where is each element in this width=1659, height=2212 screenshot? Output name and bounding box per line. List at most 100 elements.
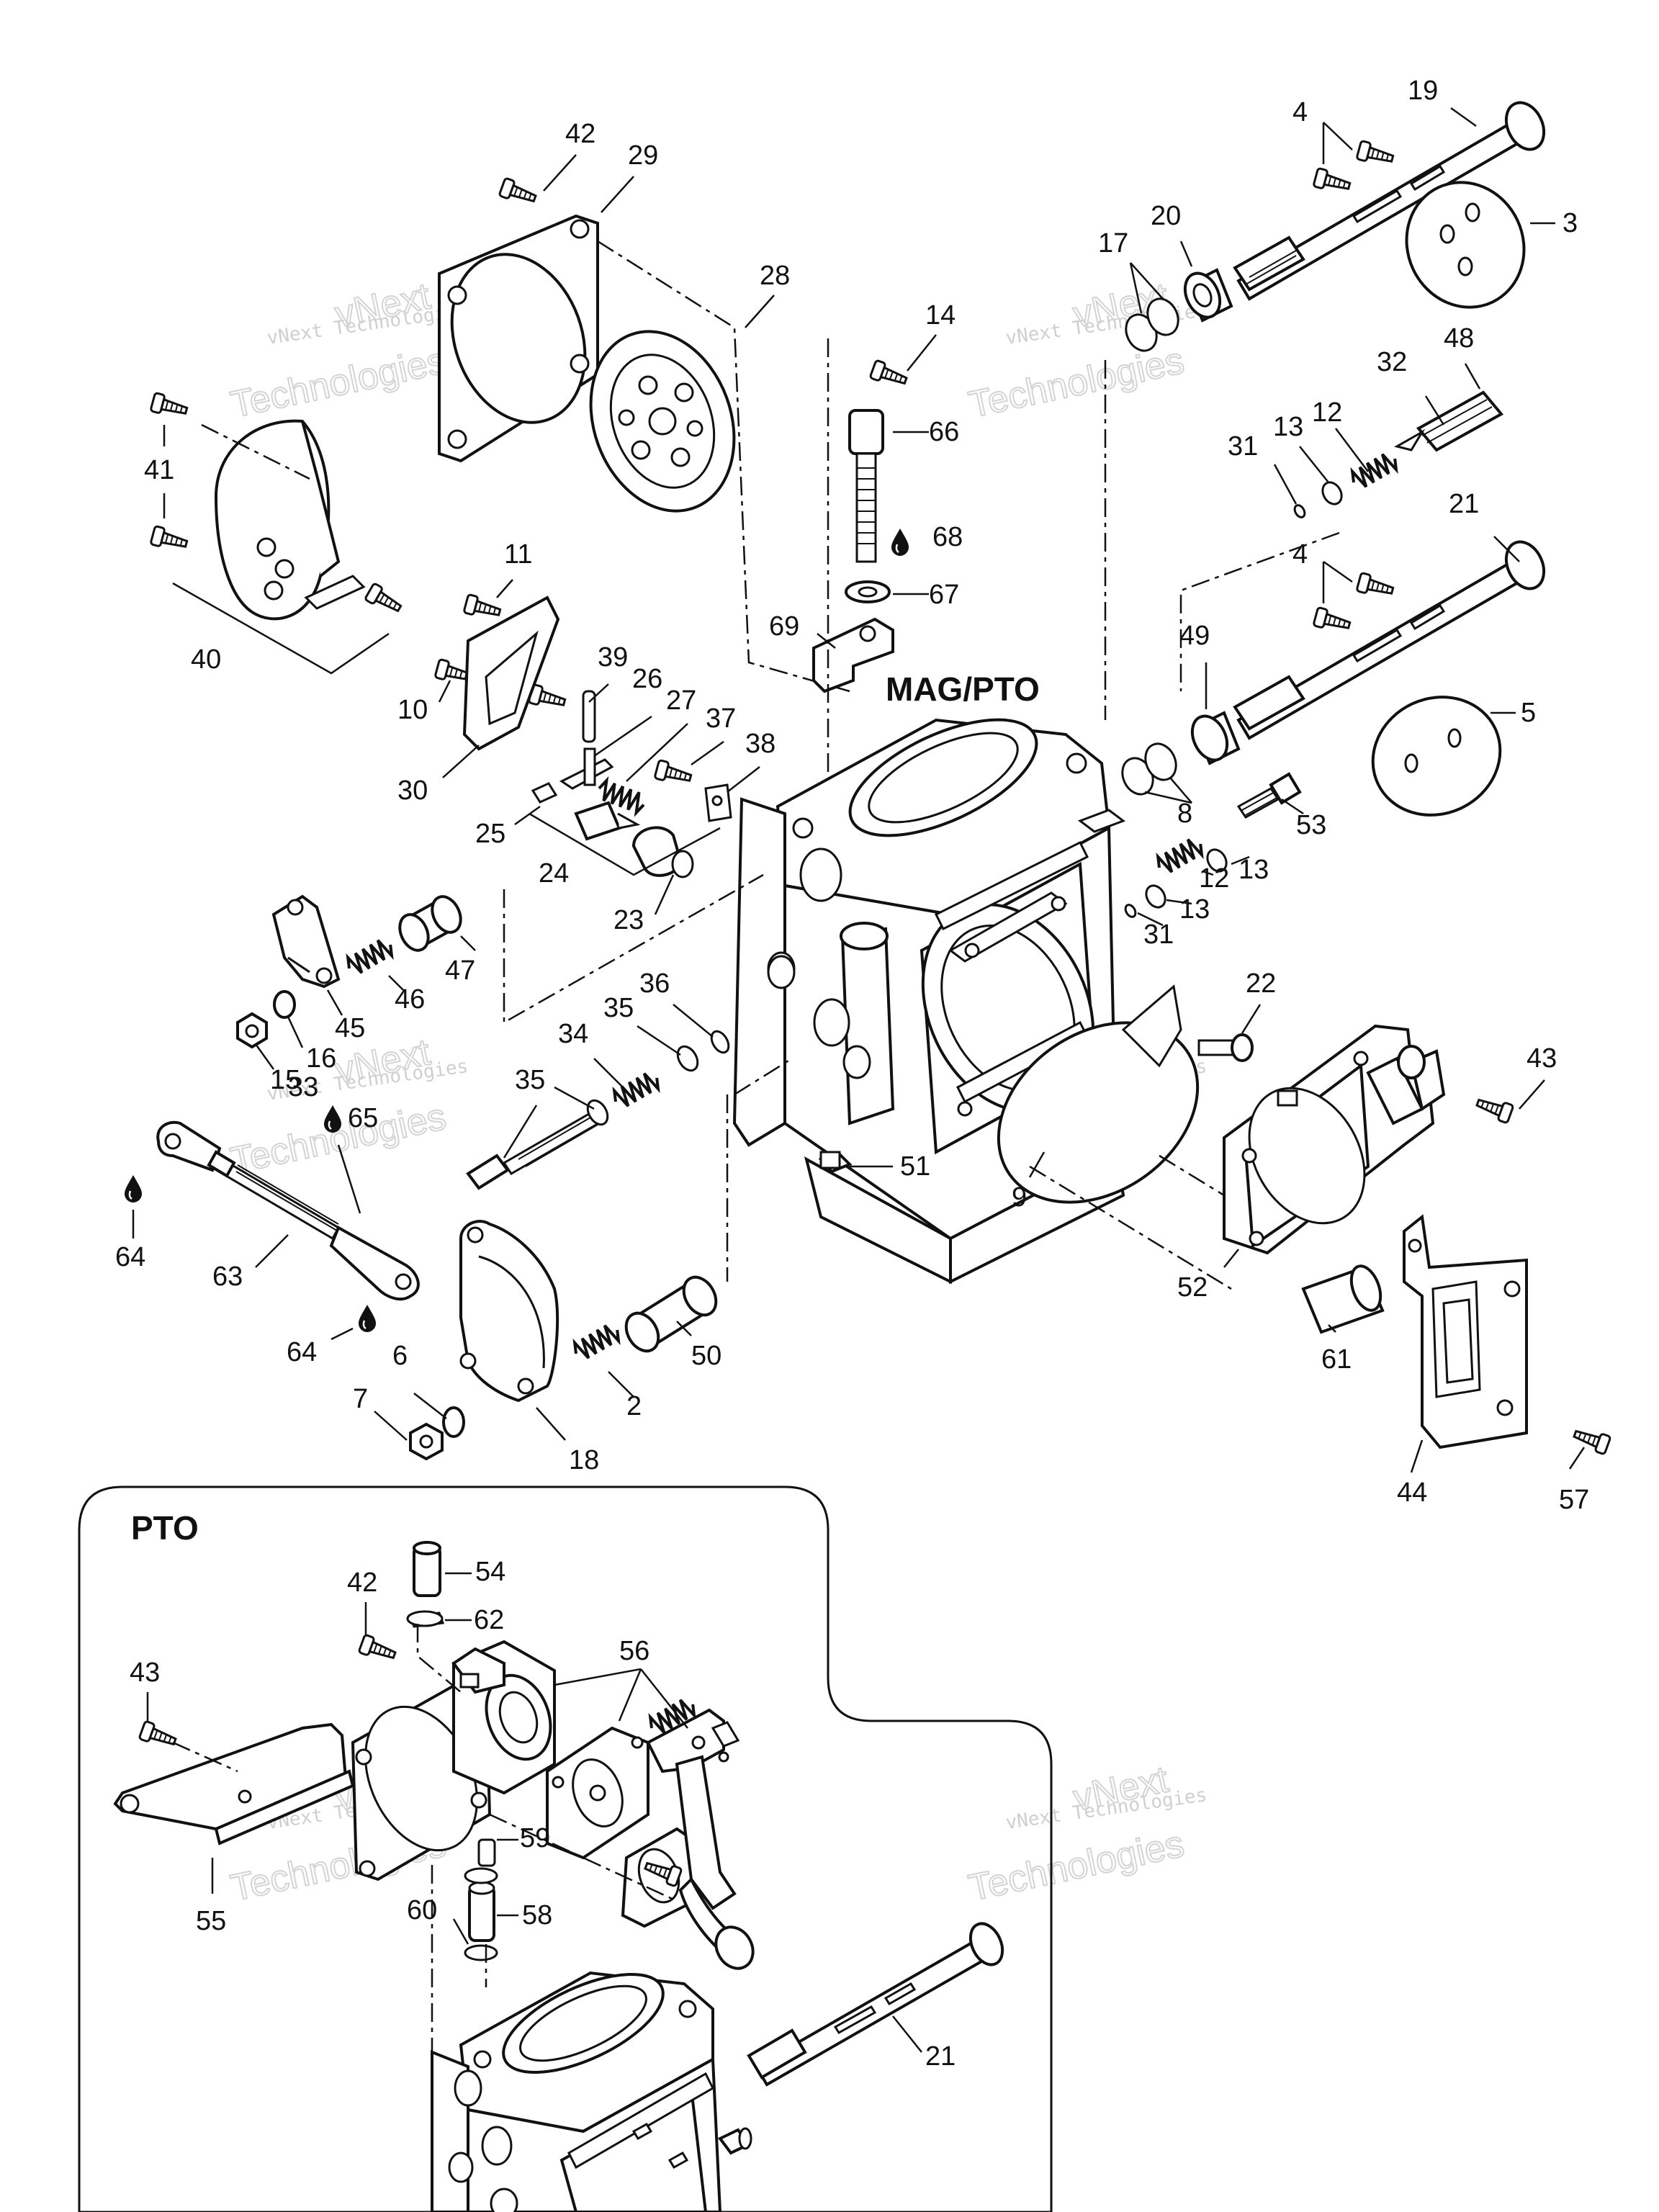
part-8-o-rings xyxy=(1121,742,1177,796)
part-13-washer xyxy=(1206,848,1228,873)
callout-50: 50 xyxy=(691,1341,721,1371)
callout-32: 32 xyxy=(1377,347,1407,377)
callout-62: 62 xyxy=(474,1605,504,1635)
callout-53: 53 xyxy=(1296,810,1326,840)
part-67-washer xyxy=(845,580,891,603)
callout-42: 42 xyxy=(347,1568,377,1598)
callout-2: 2 xyxy=(626,1391,642,1421)
pto-carburetor-body xyxy=(431,1971,752,2212)
part-69-bracket xyxy=(812,617,894,693)
callout-15: 15 xyxy=(270,1065,300,1095)
part-29-pump-cover xyxy=(438,214,599,463)
callout-3: 3 xyxy=(1563,208,1578,238)
pto-diaphragm-cover xyxy=(351,1676,492,1881)
callout-67: 67 xyxy=(929,580,959,610)
part-28-diaphragm xyxy=(589,330,736,513)
part-57-screw xyxy=(1570,1424,1612,1456)
part-44-bracket xyxy=(1403,1214,1528,1449)
callout-17: 17 xyxy=(1098,228,1128,258)
part-56-fuel-pump-valve xyxy=(621,1694,755,1970)
part-13-washer xyxy=(1321,481,1343,505)
part-52-float-cover xyxy=(1223,1024,1446,1255)
part-4-screw xyxy=(1312,606,1353,636)
callout-13: 13 xyxy=(1238,855,1269,885)
callout-41: 41 xyxy=(144,455,174,485)
part-37-screw xyxy=(653,758,694,788)
callout-18: 18 xyxy=(569,1445,599,1475)
oil-drop-icon xyxy=(357,1303,377,1334)
pto-inset-frame xyxy=(78,1485,1053,2212)
part-22-screw xyxy=(1197,1033,1254,1062)
callout-29: 29 xyxy=(628,140,658,171)
part-53-adjust-screw xyxy=(1236,772,1302,819)
part-51-nut xyxy=(819,1151,841,1169)
callout-65: 65 xyxy=(348,1103,378,1133)
part-41-screw xyxy=(149,524,190,554)
part-24-needle xyxy=(574,801,641,841)
part-4-screw xyxy=(1355,571,1396,601)
callout-35: 35 xyxy=(603,993,634,1023)
part-20-bushing xyxy=(1183,268,1233,323)
part-4-screw xyxy=(1355,139,1396,169)
part-45-lever xyxy=(271,894,341,989)
part-35-washer xyxy=(586,1099,609,1126)
part-47-bushing xyxy=(398,895,462,952)
part-16-washer xyxy=(273,990,296,1019)
part-14-screw xyxy=(868,359,910,391)
oil-drop-icon xyxy=(123,1174,143,1204)
pto-diaphragm-plate xyxy=(546,1726,649,1860)
callout-7: 7 xyxy=(353,1384,368,1414)
callout-13: 13 xyxy=(1179,894,1210,925)
part-5-throttle-plate xyxy=(1371,696,1502,817)
callout-54: 54 xyxy=(475,1557,505,1587)
callout-44: 44 xyxy=(1397,1478,1427,1508)
part-66-bolt xyxy=(848,409,884,563)
callout-27: 27 xyxy=(666,685,696,716)
callout-31: 31 xyxy=(1143,920,1174,950)
part-40-screw xyxy=(364,582,405,618)
part-6-washer xyxy=(442,1406,465,1438)
part-17-o-rings xyxy=(1125,297,1179,352)
callout-57: 57 xyxy=(1559,1485,1589,1515)
callout-38: 38 xyxy=(745,729,775,759)
callout-39: 39 xyxy=(598,642,628,673)
callout-labels: 42 29 28 41 40 11 10 30 39 26 27 37 38 2… xyxy=(115,76,1589,2072)
oil-drop-icon xyxy=(323,1104,343,1134)
callout-36: 36 xyxy=(639,968,670,999)
callout-24: 24 xyxy=(539,858,569,889)
part-18-throttle-lever xyxy=(459,1220,559,1403)
group-bracket-40 xyxy=(172,582,390,675)
callout-23: 23 xyxy=(613,905,644,935)
part-3-throttle-plate xyxy=(1405,181,1526,309)
part-36-o-ring xyxy=(710,1030,730,1054)
pointer-line xyxy=(337,1144,361,1214)
callout-37: 37 xyxy=(706,703,736,734)
callout-19: 19 xyxy=(1408,76,1438,106)
callout-63: 63 xyxy=(212,1262,243,1292)
callout-43: 43 xyxy=(130,1658,160,1688)
callout-60: 60 xyxy=(407,1895,437,1925)
callout-25: 25 xyxy=(475,819,505,849)
part-26-lever xyxy=(559,747,614,790)
part-46-spring xyxy=(343,934,397,979)
assembly-line xyxy=(597,240,850,693)
callout-5: 5 xyxy=(1521,698,1536,728)
callout-69: 69 xyxy=(769,611,799,642)
watermark-outline: Technologies xyxy=(965,340,1187,426)
part-4-screw xyxy=(1312,166,1353,197)
part-23-seat xyxy=(631,826,694,878)
callout-47: 47 xyxy=(445,956,475,986)
watermark-outline: Technologies xyxy=(227,340,449,426)
callout-43: 43 xyxy=(1527,1043,1557,1074)
part-31-o-ring xyxy=(1124,904,1137,918)
callout-61: 61 xyxy=(1321,1344,1352,1375)
callout-10: 10 xyxy=(397,695,428,725)
part-21-throttle-shaft xyxy=(1233,540,1546,740)
assembly-line xyxy=(1029,1165,1232,1290)
callout-52: 52 xyxy=(1177,1272,1208,1303)
section-title-pto: PTO xyxy=(131,1509,199,1547)
part-63-link-rod xyxy=(156,1120,420,1301)
callout-58: 58 xyxy=(522,1900,552,1930)
callout-21: 21 xyxy=(1449,489,1479,519)
